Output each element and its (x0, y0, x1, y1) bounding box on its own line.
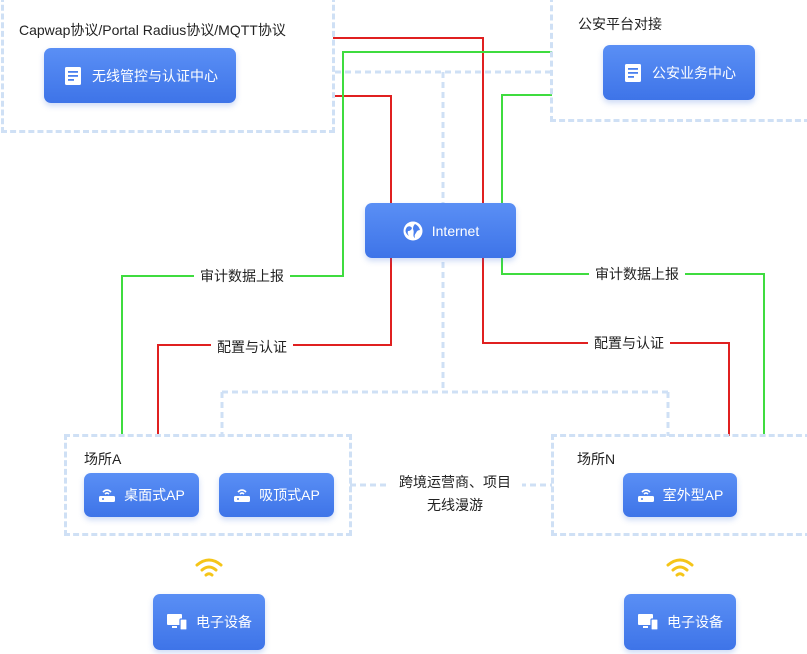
server-icon (622, 62, 644, 84)
region-top-left-label: Capwap协议/Portal Radius协议/MQTT协议 (19, 22, 286, 38)
green-line-police-to-internet (501, 94, 552, 205)
red-line-wireless-center-down (335, 95, 392, 205)
device-icon (166, 613, 188, 631)
outdoor-ap-label: 室外型AP (662, 487, 724, 503)
ceiling-ap-label: 吸顶式AP (259, 487, 320, 503)
region-top-right (550, 0, 807, 122)
internet-node[interactable]: Internet (365, 203, 516, 258)
wireless-center-label: 无线管控与认证中心 (92, 67, 218, 84)
internet-label: Internet (431, 222, 480, 239)
region-site-a (64, 434, 352, 536)
router-icon (233, 487, 251, 503)
police-center-node[interactable]: 公安业务中心 (603, 45, 755, 100)
device-node-site-n[interactable]: 电子设备 (624, 594, 736, 650)
outdoor-ap-node[interactable]: 室外型AP (623, 473, 737, 517)
globe-icon (402, 220, 424, 242)
audit-label-left: 审计数据上报 (194, 266, 290, 286)
audit-label-right: 审计数据上报 (589, 264, 685, 284)
region-site-n-label: 场所N (577, 451, 616, 467)
server-icon (62, 65, 84, 87)
region-site-n (551, 434, 807, 536)
device-node-site-a[interactable]: 电子设备 (153, 594, 265, 650)
wireless-center-node[interactable]: 无线管控与认证中心 (44, 48, 236, 103)
router-icon (637, 487, 655, 503)
config-label-left: 配置与认证 (211, 337, 293, 357)
config-label-right: 配置与认证 (588, 333, 670, 353)
roaming-text: 跨境运营商、项目 无线漫游 (388, 471, 522, 517)
police-center-label: 公安业务中心 (652, 64, 736, 81)
region-top-right-label: 公安平台对接 (578, 16, 662, 32)
device-label-site-a: 电子设备 (196, 614, 252, 630)
red-line-internet-to-wireless-center (333, 37, 484, 205)
wifi-icon-site-a (194, 557, 224, 584)
wifi-icon-site-n (665, 557, 695, 584)
router-icon (98, 487, 116, 503)
ceiling-ap-node[interactable]: 吸顶式AP (219, 473, 334, 517)
device-label-site-n: 电子设备 (667, 614, 723, 630)
green-line-site-a-to-police (121, 51, 552, 436)
roaming-text-line2: 无线漫游 (427, 497, 483, 513)
desktop-ap-label: 桌面式AP (124, 487, 185, 503)
device-icon (637, 613, 659, 631)
region-top-left (1, 0, 335, 133)
desktop-ap-node[interactable]: 桌面式AP (84, 473, 199, 517)
region-site-a-label: 场所A (84, 451, 122, 467)
roaming-text-line1: 跨境运营商、项目 (399, 474, 511, 490)
